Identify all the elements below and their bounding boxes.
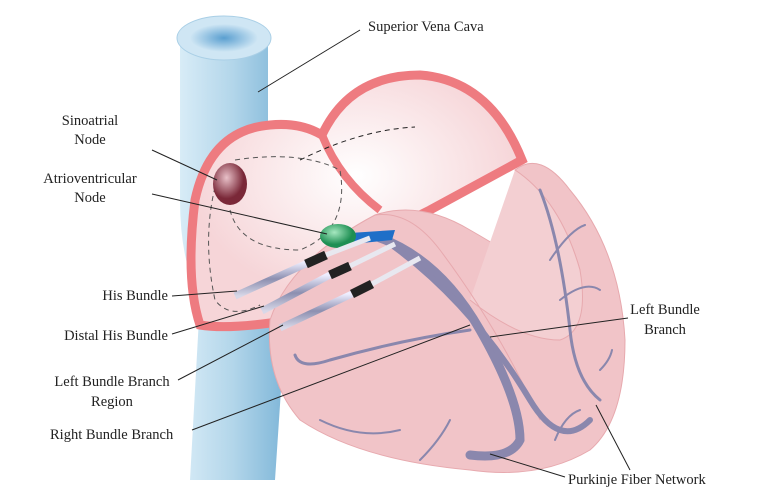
label-superior-vena-cava: Superior Vena Cava — [368, 19, 484, 35]
lead-left-bundle-branch-region — [278, 255, 422, 332]
label-sinoatrial-node-2: Node — [74, 132, 105, 148]
pacing-leads — [233, 235, 422, 332]
label-av-node: Atrioventricular — [43, 171, 137, 187]
conduction-system — [293, 188, 613, 461]
label-left-bundle-branch: Left Bundle — [630, 302, 700, 318]
label-lbb-region: Left Bundle Branch — [54, 374, 170, 390]
label-lbb-region-2: Region — [91, 394, 134, 410]
label-right-bundle-branch: Right Bundle Branch — [50, 427, 174, 443]
label-his-bundle: His Bundle — [102, 288, 168, 304]
label-purkinje-fiber-network: Purkinje Fiber Network — [568, 472, 706, 488]
sinoatrial-node — [213, 163, 247, 205]
label-distal-his-bundle: Distal His Bundle — [64, 328, 168, 344]
label-av-node-2: Node — [74, 190, 105, 206]
label-sinoatrial-node: Sinoatrial — [62, 113, 118, 129]
atrioventricular-node — [320, 224, 356, 248]
lead-distal-his-bundle — [260, 241, 397, 315]
label-left-bundle-branch-2: Branch — [644, 322, 687, 338]
leader-lines — [151, 29, 631, 478]
lead-his-bundle — [233, 235, 371, 300]
